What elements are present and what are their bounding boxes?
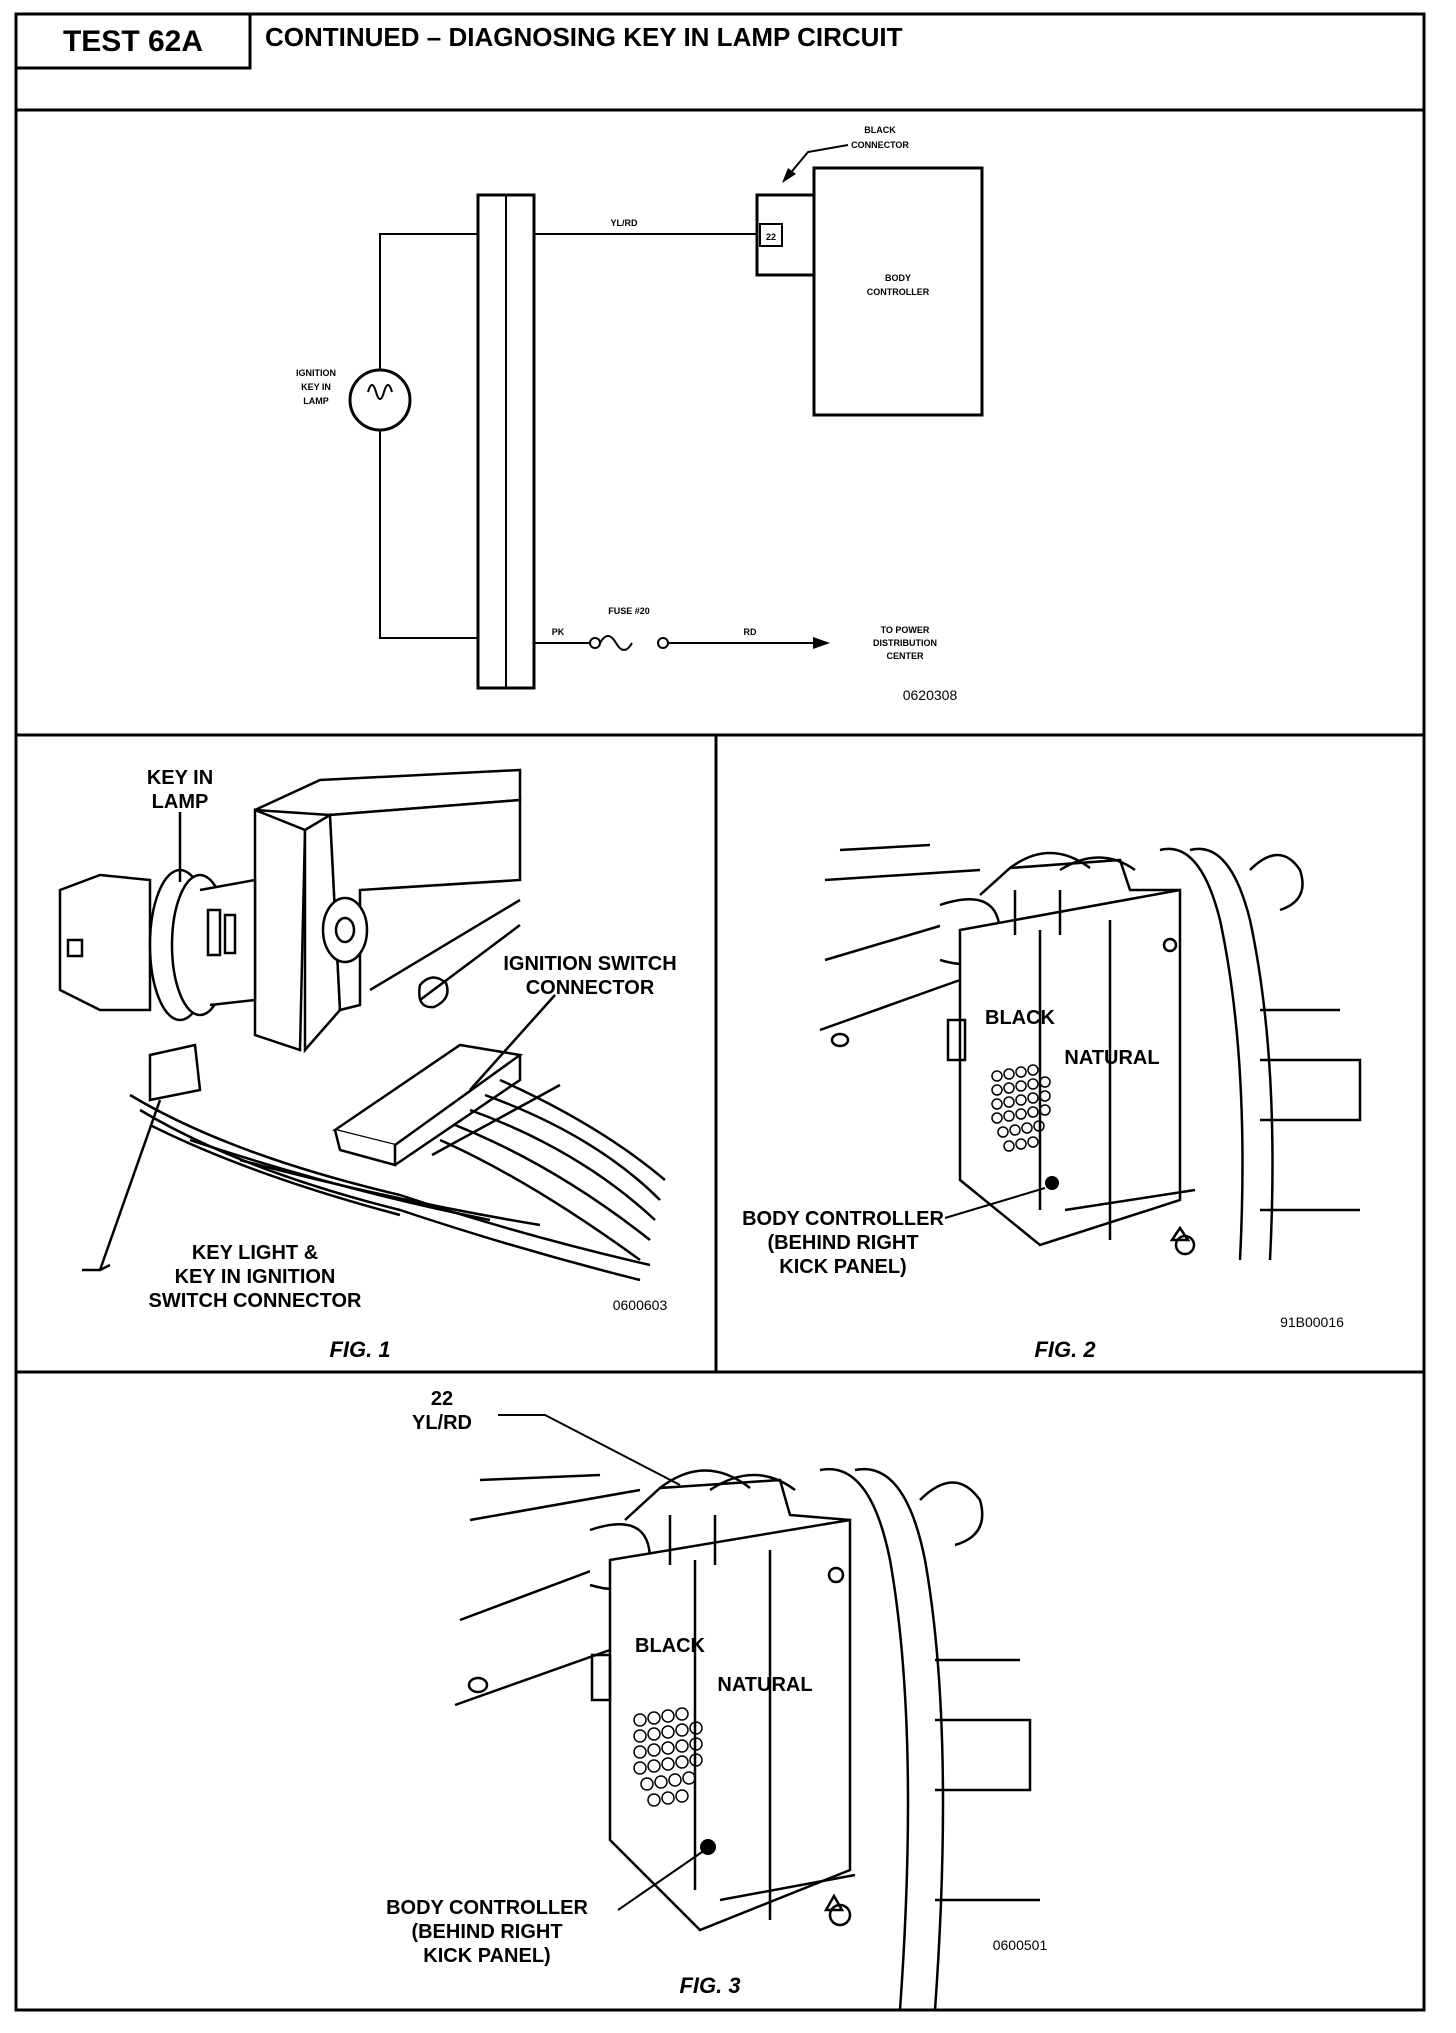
wiring-schematic: IGNITION KEY IN LAMP YL/RD 22 BODY CONTR… bbox=[296, 125, 984, 703]
body-controller-label-2: CONTROLLER bbox=[867, 287, 930, 297]
fig3-black-label: BLACK bbox=[635, 1635, 706, 1657]
page-title: CONTINUED – DIAGNOSING KEY IN LAMP CIRCU… bbox=[265, 22, 903, 52]
fig1-ignition-switch-1: IGNITION SWITCH bbox=[503, 953, 676, 975]
pin-22: 22 bbox=[766, 232, 776, 242]
fig1-key-in-lamp-1: KEY IN bbox=[147, 767, 213, 789]
schematic-ref: 0620308 bbox=[903, 687, 958, 703]
fuse-label: FUSE #20 bbox=[608, 606, 650, 616]
lamp-label-3: LAMP bbox=[303, 396, 329, 406]
fig1-key-in-lamp-2: LAMP bbox=[152, 791, 209, 813]
fig1-key-light-1: KEY LIGHT & bbox=[192, 1242, 318, 1264]
fig2-body-controller-2: (BEHIND RIGHT bbox=[767, 1232, 918, 1254]
to-power-label-2: DISTRIBUTION bbox=[873, 638, 937, 648]
fig3-mount-bolt bbox=[700, 1839, 716, 1855]
wire-label-rd: RD bbox=[744, 627, 757, 637]
fig3-caption: FIG. 3 bbox=[679, 1973, 740, 1998]
fig2-black-label: BLACK bbox=[985, 1007, 1056, 1029]
fig1-ref: 0600603 bbox=[613, 1297, 668, 1313]
fig3-pin-leader bbox=[498, 1414, 681, 1486]
fig2-body-controller-leader bbox=[944, 1187, 1046, 1219]
fig3-grille bbox=[633, 1707, 703, 1807]
fig1-key-light-3: SWITCH CONNECTOR bbox=[149, 1290, 363, 1312]
to-power-label-3: CENTER bbox=[886, 651, 924, 661]
body-controller-box bbox=[812, 166, 984, 417]
fig2-caption: FIG. 2 bbox=[1034, 1337, 1096, 1362]
fig2-mount-bolt bbox=[1045, 1176, 1059, 1190]
fig3-natural-label: NATURAL bbox=[717, 1674, 812, 1696]
fig1-ignition-switch-illustration bbox=[58, 768, 666, 1282]
to-power-label-1: TO POWER bbox=[881, 625, 930, 635]
fig3-body-controller-1: BODY CONTROLLER bbox=[386, 1897, 588, 1919]
page-frame bbox=[14, 12, 1426, 2012]
fig2-ref: 91B00016 bbox=[1280, 1314, 1344, 1330]
fig2-body-controller-3: KICK PANEL) bbox=[779, 1256, 906, 1278]
fig1-key-light-2: KEY IN IGNITION bbox=[175, 1266, 336, 1288]
fig3-body-controller-leader bbox=[617, 1851, 703, 1911]
test-id: TEST 62A bbox=[63, 25, 203, 58]
fig1-ignition-switch-2: CONNECTOR bbox=[526, 977, 655, 999]
fig3-pin-yl-rd: YL/RD bbox=[412, 1412, 472, 1434]
fig2-body-controller-illustration bbox=[819, 843, 1362, 1261]
fig3-ref: 0600501 bbox=[993, 1937, 1048, 1953]
fig2-body-controller-1: BODY CONTROLLER bbox=[742, 1208, 944, 1230]
black-connector-label-2: CONNECTOR bbox=[851, 140, 909, 150]
fig3-body-controller-2: (BEHIND RIGHT bbox=[411, 1921, 562, 1943]
wire-label-pk: PK bbox=[552, 627, 565, 637]
fig2-natural-label: NATURAL bbox=[1064, 1047, 1159, 1069]
lamp-label-1: IGNITION bbox=[296, 368, 336, 378]
fig3-body-controller-illustration bbox=[454, 1467, 1040, 2011]
fig3-body-controller-3: KICK PANEL) bbox=[423, 1945, 550, 1967]
wire-label-yl-rd: YL/RD bbox=[611, 218, 639, 228]
lamp-label-2: KEY IN bbox=[301, 382, 331, 392]
test-id-box bbox=[14, 12, 252, 70]
body-controller-label-1: BODY bbox=[885, 273, 911, 283]
black-connector-label-1: BLACK bbox=[864, 125, 896, 135]
fuse-20-symbol bbox=[599, 635, 633, 651]
fig3-pin-22: 22 bbox=[431, 1388, 453, 1410]
fig1-caption: FIG. 1 bbox=[329, 1337, 390, 1362]
fig2-grille bbox=[991, 1064, 1051, 1152]
